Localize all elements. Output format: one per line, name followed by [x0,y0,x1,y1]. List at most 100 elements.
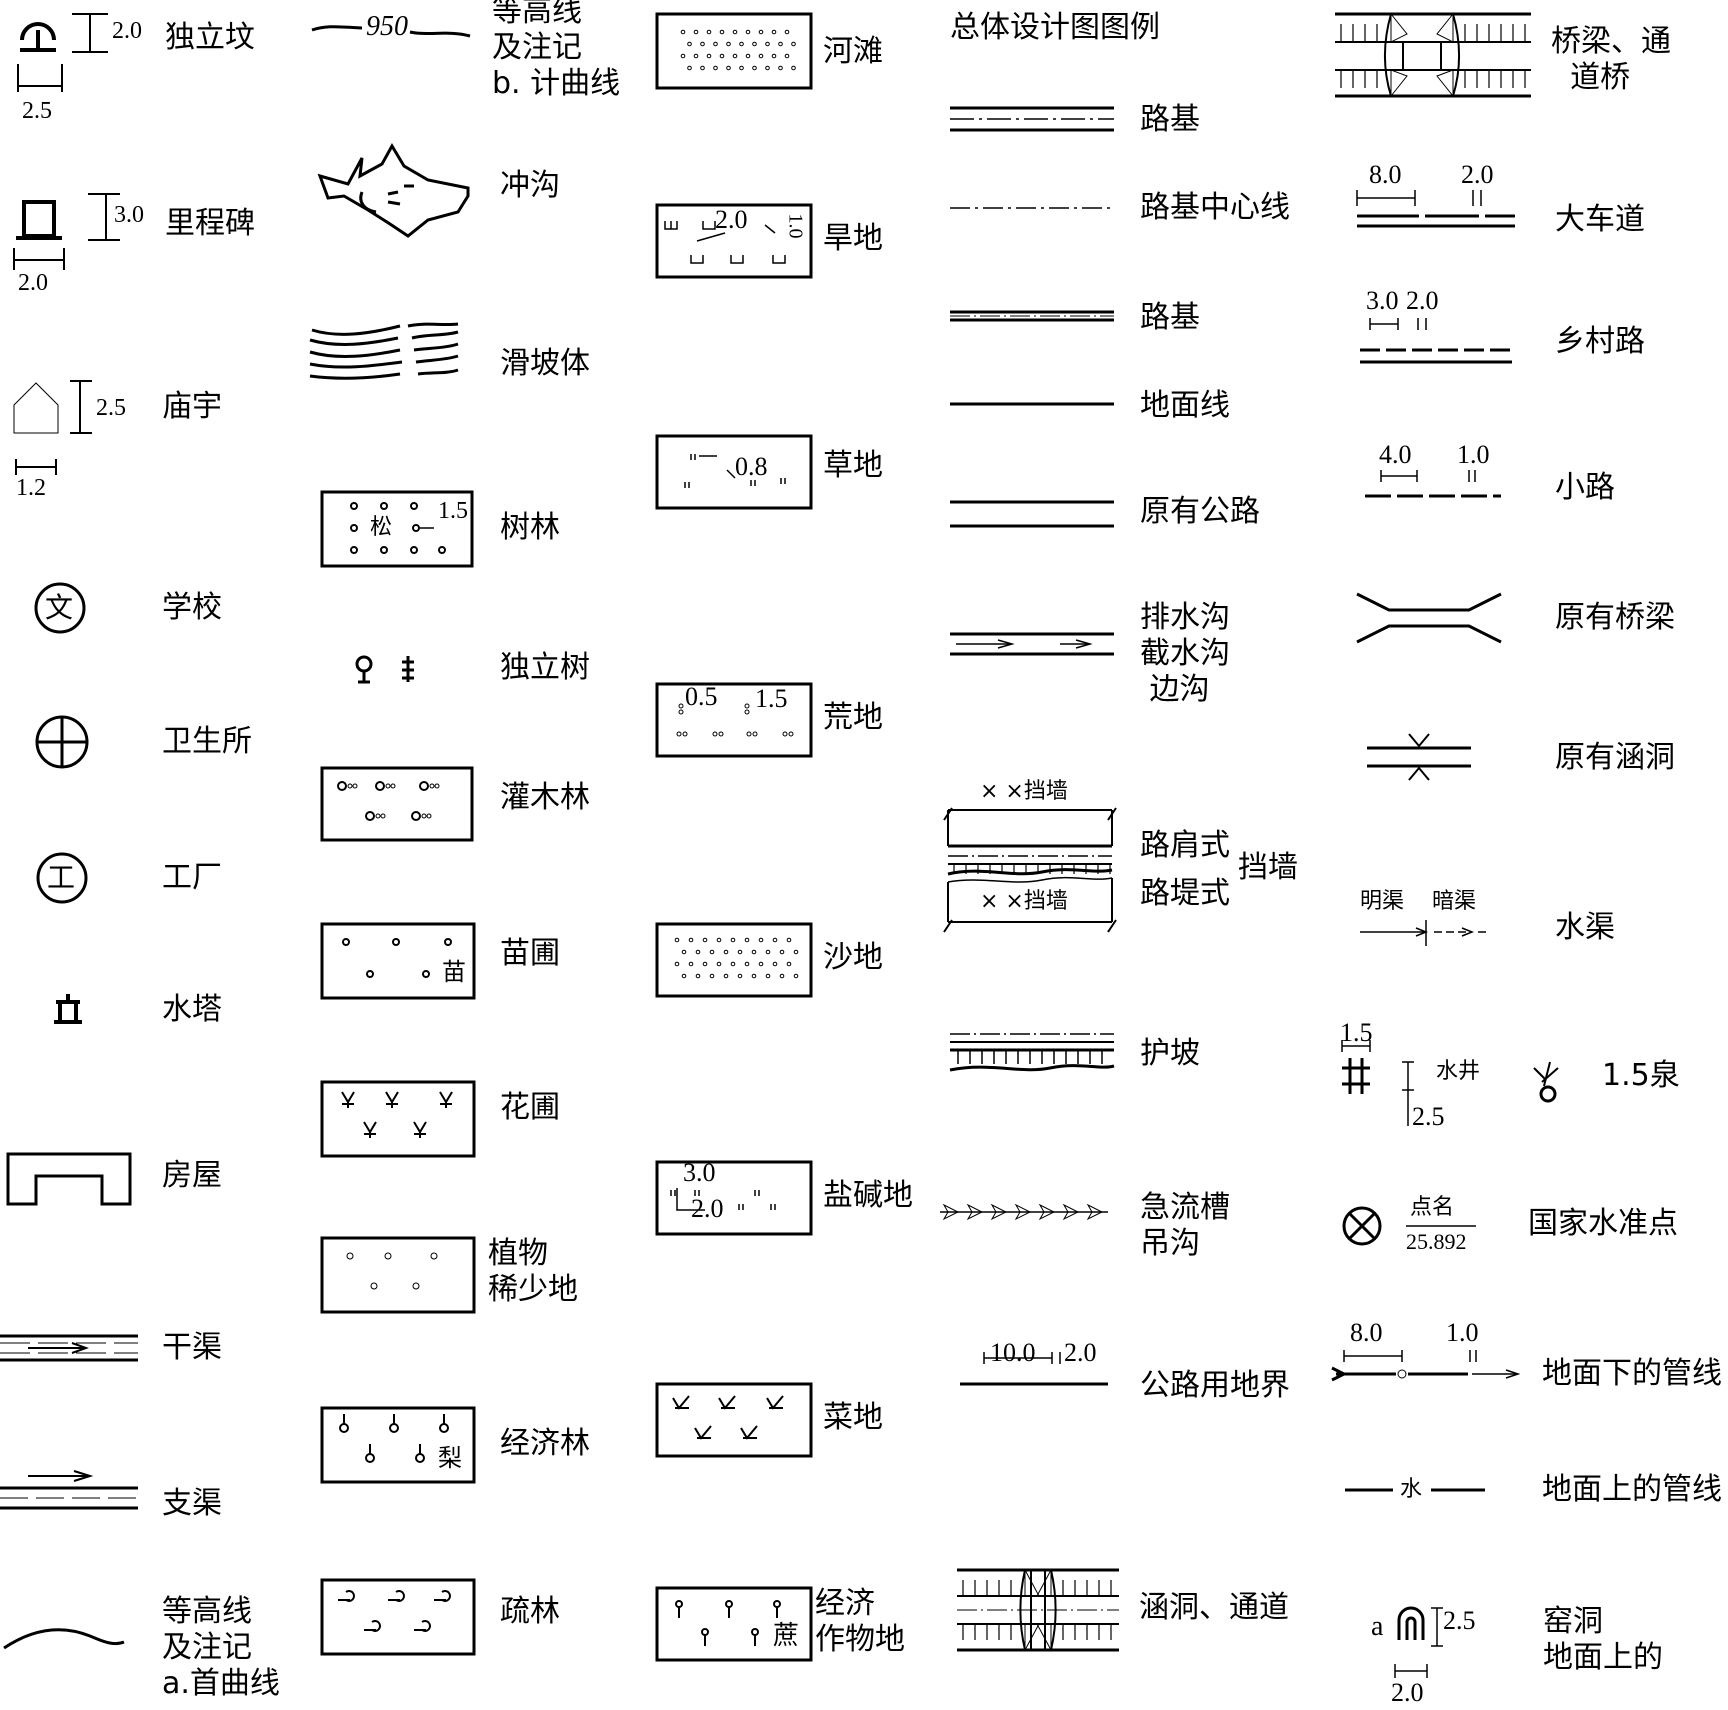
pattern-dot [744,961,750,967]
legend-label: 原有桥梁 [1555,600,1675,635]
school-icon [34,582,86,634]
pattern-dot [772,937,778,943]
slope-protection-icon [949,1033,1115,1072]
milestone-icon [13,193,120,270]
chute-arrow [1086,1203,1104,1221]
benchmark-name: 点名 [1410,1195,1455,1220]
legend-label: 草地 [823,448,883,483]
pattern-dot [751,973,757,979]
pattern-dot [723,949,729,955]
legend-label: 经济林 [500,1426,590,1461]
benchmark-icon [1342,1206,1476,1246]
legend-label: 急流槽 吊沟 [1140,1190,1230,1261]
pattern-dot [791,65,796,71]
pattern-dot [706,53,712,59]
legend-label: 学校 [162,590,222,625]
pattern-dot [772,961,778,967]
pattern-dot [674,961,680,967]
legend-label: 独立树 [500,650,590,685]
pattern-dot [680,53,686,59]
cash-crop-icon [655,1586,813,1662]
legend-label: 水塔 [162,992,222,1027]
water-channel-icon [1360,920,1486,946]
main-canal-icon [0,1334,138,1362]
legend-label: 旱地 [823,221,883,256]
single-tree-icon [355,655,414,684]
cart-road-icon [1356,190,1515,228]
dim-label: 2.0 [1391,1678,1424,1707]
pattern-dot [709,973,715,979]
pattern-dot [765,973,771,979]
pattern-dot [732,29,738,35]
pattern-dot [771,53,777,59]
pattern-dot [793,949,799,955]
legend-label: 等高线 及注记 a.首曲线 [162,1594,280,1701]
dim-label: 1.5 [1340,1018,1373,1047]
retaining-wall-inner-label: × ×挡墙 [980,889,1068,914]
legend-label: 灌木林 [500,780,590,815]
index-contour-icon [311,25,471,38]
legend-label: 疏林 [500,1594,560,1629]
tomb-icon [17,13,108,92]
dim-label: 1.5 [438,498,468,524]
pattern-dot [674,937,680,943]
house-icon [6,1152,132,1206]
pattern-dot [765,65,770,71]
benchmark-elevation: 25.892 [1406,1229,1467,1254]
pattern-dot [732,53,738,59]
legend-label: 桥梁、通 道桥 [1551,24,1671,95]
dim-label: 2.5 [1412,1102,1445,1131]
cave-letter: a [1371,1611,1384,1642]
dim-label: 4.0 [1379,440,1412,469]
chute-icon [940,1203,1108,1221]
pattern-dot [779,949,785,955]
chute-arrow [1062,1203,1080,1221]
pattern-dot [791,41,796,47]
forest-inner-label: 松 [370,515,393,540]
pattern-dot [737,973,743,979]
legend-label: 乡村路 [1555,324,1645,359]
pattern-dot [723,973,729,979]
legend-label: 经济 作物地 [815,1586,905,1657]
legend-label: 路堤式 [1140,876,1230,911]
temple-icon [13,380,92,475]
pattern-dot [700,41,705,47]
legend-label: 公路用地界 [1140,1368,1290,1403]
legend-label: 地面上的管线 [1542,1472,1722,1507]
pattern-dot [765,949,771,955]
wasteland-icon [655,682,813,758]
legend-label: 冲沟 [500,168,560,203]
pattern-dot [695,949,701,955]
pattern-dot [765,41,770,47]
saline-icon [655,1160,813,1236]
legend-label: 原有涵洞 [1555,740,1675,775]
pattern-dot [739,41,744,47]
nursery-icon [320,922,476,1000]
sparse-forest-icon [320,1578,476,1656]
surface-pipe-icon [1345,1488,1485,1492]
economic-forest-icon [320,1406,476,1484]
pattern-dot [778,65,783,71]
retaining-wall-icon [943,807,1117,933]
legend-label: 卫生所 [162,724,252,759]
dim-label: 8.0 [1350,1318,1383,1347]
forest-icon [320,490,474,568]
legend-label: 等高线 及注记 b. 计曲线 [492,0,621,101]
dim-label: 1.0 [1457,440,1490,469]
factory-icon [36,852,88,904]
pattern-dot [793,973,799,979]
pattern-dot [771,29,777,35]
pattern-dot [719,53,725,59]
bridge-icon [1335,12,1531,98]
pattern-dot [752,41,757,47]
factory-glyph: 工 [47,861,76,894]
legend-label: 1.5泉 [1602,1058,1680,1093]
legend-label: 路基中心线 [1140,190,1290,225]
legend-label: 房屋 [162,1158,222,1193]
pattern-dot [737,949,743,955]
underground-pipe-icon [1331,1350,1521,1382]
dim-label: 2.0 [18,270,48,296]
centerline-icon [950,207,1114,209]
pattern-dot [716,961,722,967]
legend-label: 路基 [1140,300,1200,335]
